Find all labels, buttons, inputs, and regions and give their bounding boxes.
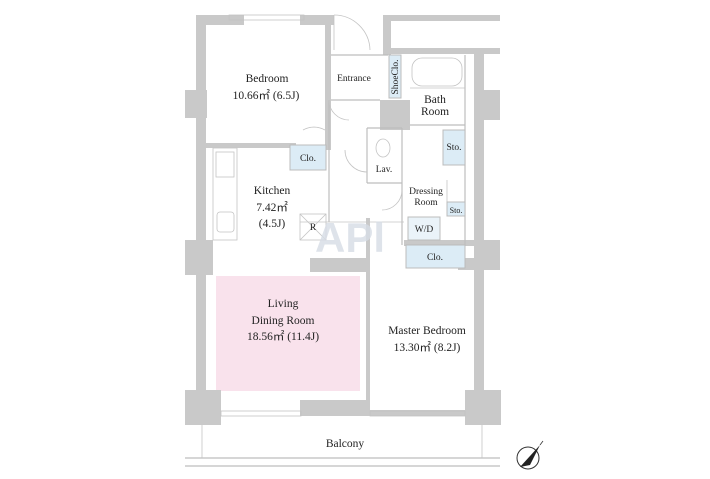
storage-dressing bbox=[446, 201, 466, 217]
bathtub bbox=[411, 57, 463, 87]
bedroom-label: Bedroom bbox=[246, 73, 289, 85]
master-bedroom-label: Master Bedroom bbox=[388, 325, 466, 337]
closet-master bbox=[405, 244, 466, 269]
toilet bbox=[375, 138, 391, 158]
dressing-label-1: Dressing bbox=[409, 187, 443, 197]
refrigerator-space bbox=[299, 213, 327, 241]
entrance-label: Entrance bbox=[337, 74, 371, 84]
walls bbox=[185, 15, 501, 425]
shoe-closet-label: ShoeClo. bbox=[391, 59, 401, 94]
ldr-area: 18.56㎡ (11.4J) bbox=[247, 330, 319, 343]
storage1-label: Sto. bbox=[446, 143, 461, 153]
shoe-closet bbox=[388, 54, 402, 99]
closet2-label: Clo. bbox=[427, 253, 443, 263]
storage2-label: Sto. bbox=[450, 206, 463, 215]
master-bedroom-area: 13.30㎡ (8.2J) bbox=[394, 341, 461, 354]
north-compass-icon bbox=[516, 440, 544, 470]
storage-bath bbox=[442, 129, 466, 166]
bath-label-1: Bath bbox=[424, 94, 446, 106]
dressing-label-2: Room bbox=[414, 198, 438, 208]
bedroom-area: 10.66㎡ (6.5J) bbox=[233, 89, 300, 102]
ldr-label-2: Dining Room bbox=[252, 315, 315, 327]
lavatory-label: Lav. bbox=[376, 165, 393, 175]
watermark: APl bbox=[315, 214, 385, 261]
kitchen-label: Kitchen bbox=[254, 185, 291, 197]
ldr-highlight bbox=[216, 276, 360, 391]
interior-lines bbox=[185, 14, 500, 467]
kitchen-counter bbox=[212, 147, 238, 241]
refrigerator-label: R bbox=[310, 223, 317, 233]
balcony-label: Balcony bbox=[326, 438, 365, 450]
kitchen-jo: (4.5J) bbox=[259, 218, 286, 230]
washer-dryer-space bbox=[407, 216, 441, 241]
washer-dryer-label: W/D bbox=[415, 225, 434, 235]
closet1-label: Clo. bbox=[300, 154, 316, 164]
bath-label-2: Room bbox=[421, 106, 449, 118]
kitchen-area: 7.42㎡ bbox=[256, 201, 288, 214]
ldr-label-1: Living bbox=[268, 298, 299, 310]
closet-bedroom bbox=[289, 144, 327, 171]
